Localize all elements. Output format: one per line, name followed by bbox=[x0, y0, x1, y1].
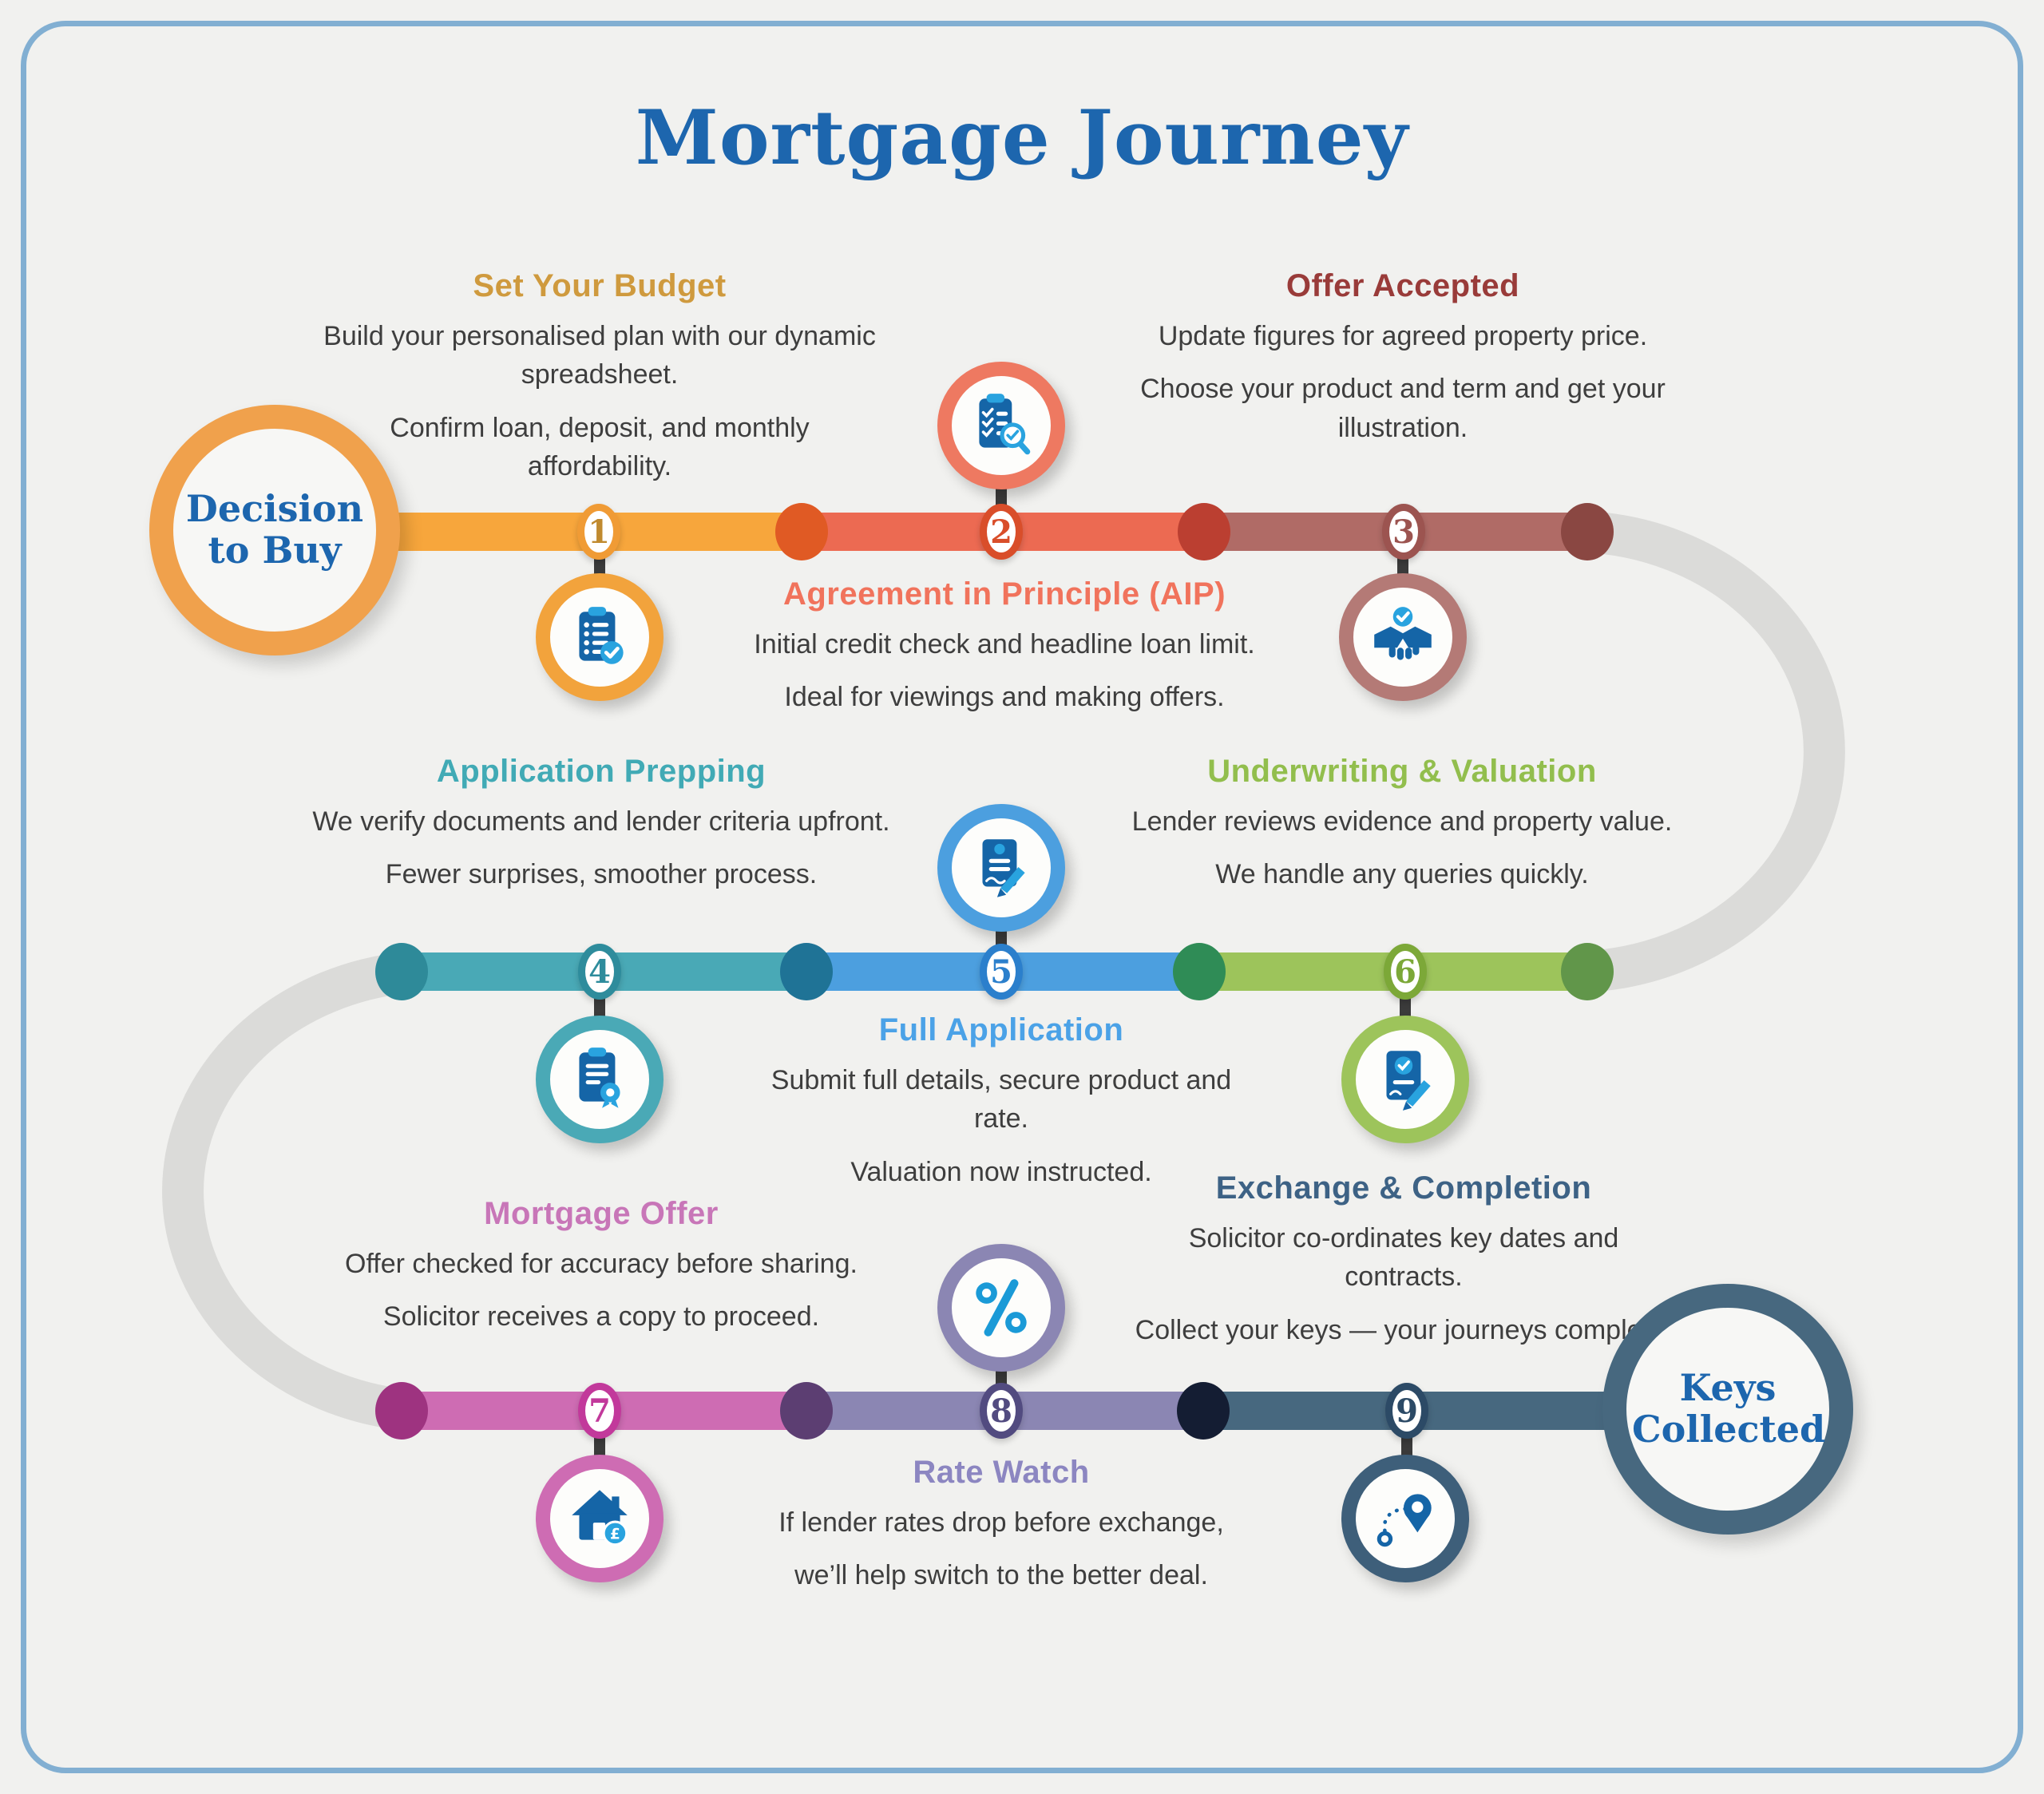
document-sign-icon bbox=[937, 804, 1065, 932]
step-7-title: Mortgage Offer bbox=[484, 1196, 719, 1231]
step-4-desc-2: Fewer surprises, smoother process. bbox=[385, 859, 818, 890]
step-1-text: Set Your Budget Build your personalised … bbox=[320, 268, 879, 485]
step-6-title: Underwriting & Valuation bbox=[1207, 754, 1597, 789]
connector-stub bbox=[594, 994, 605, 1021]
step-1-desc-1: Build your personalised plan with our dy… bbox=[323, 321, 876, 390]
step-4-title: Application Prepping bbox=[436, 754, 766, 789]
step-6-desc-2: We handle any queries quickly. bbox=[1215, 859, 1589, 890]
step-8-desc-1: If lender rates drop before exchange, bbox=[778, 1507, 1224, 1538]
percent-icon bbox=[937, 1244, 1065, 1372]
step-2-desc-1: Initial credit check and headline loan l… bbox=[754, 629, 1255, 659]
step-4-desc-1: We verify documents and lender criteria … bbox=[312, 806, 890, 837]
step-1-desc-2: Confirm loan, deposit, and monthly affor… bbox=[390, 412, 810, 481]
step-3-title: Offer Accepted bbox=[1285, 268, 1520, 303]
step-6-badge: 6 bbox=[1384, 944, 1427, 1000]
step-9-text: Exchange & Completion Solicitor co-ordin… bbox=[1132, 1170, 1675, 1349]
step-3-text: Offer Accepted Update figures for agreed… bbox=[1123, 268, 1682, 447]
step-2-title: Agreement in Principle (AIP) bbox=[782, 576, 1226, 612]
keys-collected-label: Keys Collected bbox=[1632, 1366, 1826, 1451]
connector-stub bbox=[996, 484, 1007, 509]
step-4-text: Application Prepping We verify documents… bbox=[298, 754, 905, 894]
connector-stub bbox=[1400, 994, 1411, 1021]
clipboard-award-icon bbox=[536, 1016, 664, 1143]
step-3-desc-2: Choose your product and term and get you… bbox=[1140, 374, 1666, 443]
step-1-title: Set Your Budget bbox=[473, 268, 727, 303]
step-9-desc-2: Collect your keys — your journeys comple… bbox=[1135, 1314, 1673, 1345]
house-pound-icon: £ bbox=[536, 1455, 664, 1582]
step-5-title: Full Application bbox=[878, 1012, 1124, 1047]
step-5-desc-2: Valuation now instructed. bbox=[850, 1156, 1152, 1187]
keys-collected-terminal: Keys Collected bbox=[1602, 1284, 1853, 1535]
step-7-badge: 7 bbox=[578, 1383, 621, 1439]
route-pin-icon bbox=[1341, 1455, 1469, 1582]
clipboard-search-icon bbox=[937, 362, 1065, 489]
step-7-desc-1: Offer checked for accuracy before sharin… bbox=[345, 1249, 858, 1279]
step-8-title: Rate Watch bbox=[913, 1455, 1090, 1490]
step-6-desc-1: Lender reviews evidence and property val… bbox=[1131, 806, 1673, 837]
step-5-text: Full Application Submit full details, se… bbox=[746, 1012, 1257, 1191]
step-2-desc-2: Ideal for viewings and making offers. bbox=[784, 682, 1225, 713]
step-3-badge: 3 bbox=[1382, 504, 1425, 560]
connector-stub bbox=[1401, 1433, 1412, 1460]
step-8-desc-2: we’ll help switch to the better deal. bbox=[794, 1560, 1208, 1591]
connector-stub bbox=[594, 1433, 605, 1460]
step-9-desc-1: Solicitor co-ordinates key dates and con… bbox=[1188, 1223, 1619, 1293]
document-check-icon bbox=[1341, 1016, 1469, 1143]
decision-to-buy-terminal: Decision to Buy bbox=[149, 405, 400, 655]
step-8-text: Rate Watch If lender rates drop before e… bbox=[738, 1455, 1265, 1595]
step-6-text: Underwriting & Valuation Lender reviews … bbox=[1123, 754, 1682, 894]
clipboard-check-icon bbox=[536, 573, 664, 701]
step-3-desc-1: Update figures for agreed property price… bbox=[1158, 321, 1648, 351]
page-title: Mortgage Journey bbox=[635, 94, 1409, 182]
step-9-badge: 9 bbox=[1385, 1383, 1428, 1439]
step-7-desc-2: Solicitor receives a copy to proceed. bbox=[382, 1301, 820, 1333]
step-5-badge: 5 bbox=[980, 944, 1023, 1000]
step-2-text: Agreement in Principle (AIP) Initial cre… bbox=[717, 576, 1292, 717]
svg-text:£: £ bbox=[610, 1527, 620, 1543]
step-7-text: Mortgage Offer Offer checked for accurac… bbox=[282, 1196, 921, 1337]
decision-to-buy-label: Decision to Buy bbox=[185, 487, 364, 572]
step-1-badge: 1 bbox=[577, 504, 620, 560]
step-2-badge: 2 bbox=[980, 504, 1023, 560]
step-8-badge: 8 bbox=[980, 1383, 1023, 1439]
step-4-badge: 4 bbox=[578, 944, 621, 1000]
step-5-desc-1: Submit full details, secure product and … bbox=[770, 1065, 1232, 1135]
step-9-title: Exchange & Completion bbox=[1215, 1170, 1592, 1206]
handshake-check-icon bbox=[1339, 573, 1467, 701]
